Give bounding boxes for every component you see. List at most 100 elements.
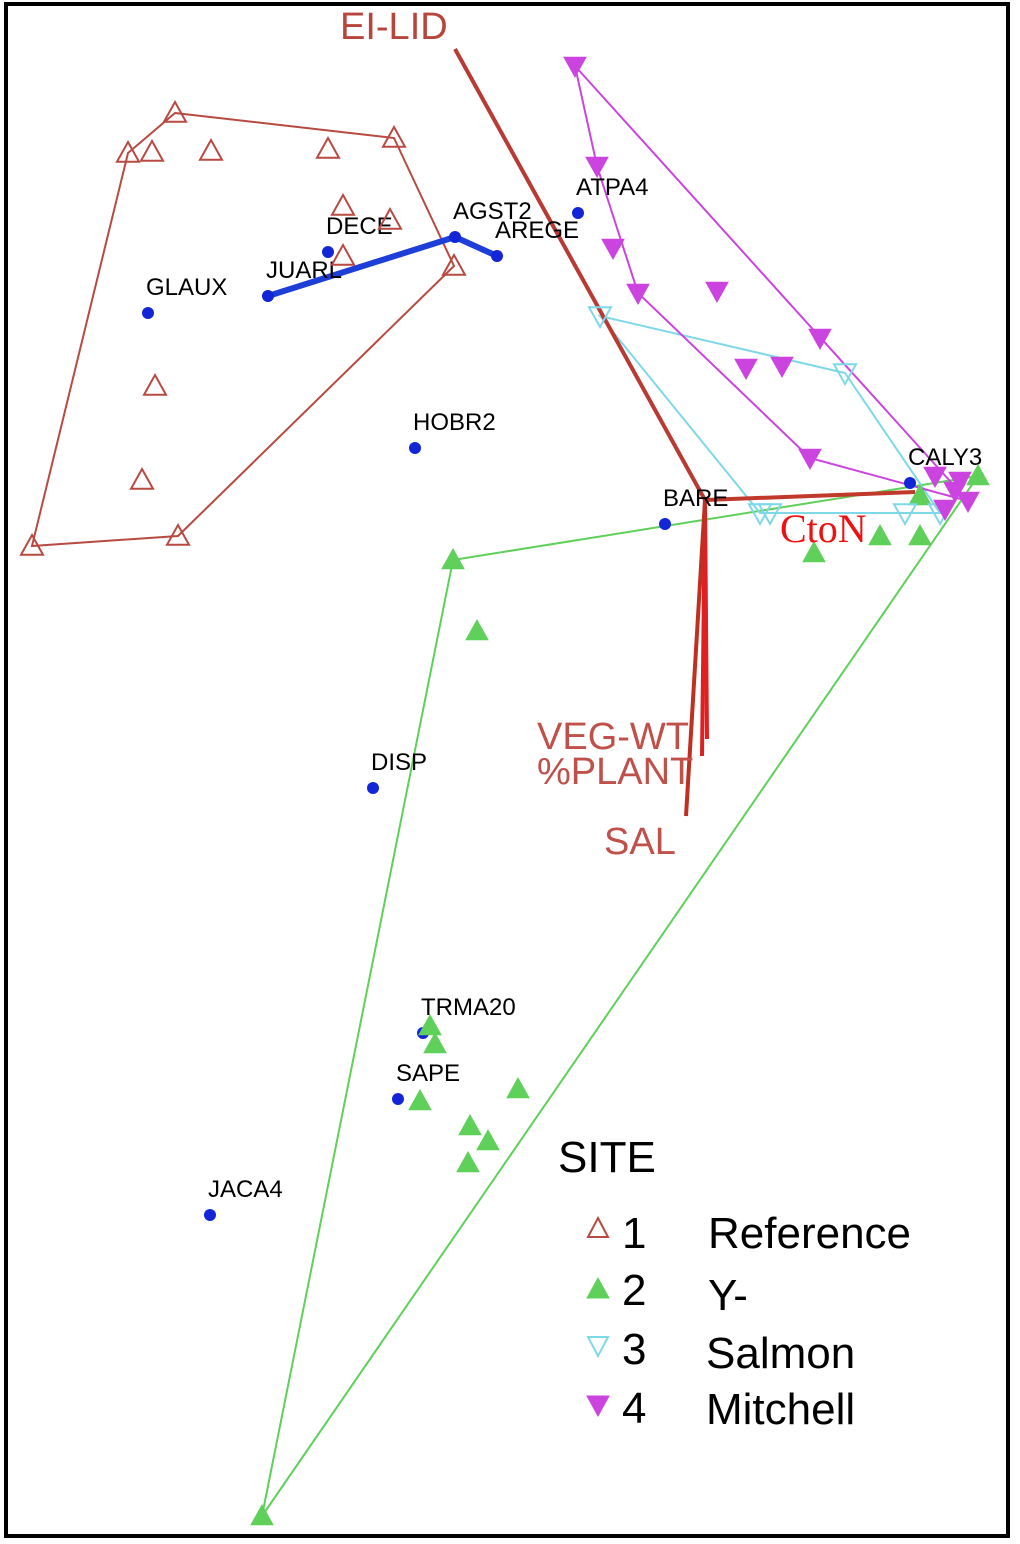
legend-entry-mitchell: 4 Mitchell <box>586 1384 855 1434</box>
legend-label-salmon: Salmon <box>706 1329 855 1378</box>
hull-y <box>261 474 981 1517</box>
legend-marker-salmon <box>586 1336 610 1359</box>
species-dot-bare <box>659 518 671 530</box>
site-marker-reference <box>142 372 168 396</box>
species-label-disp: DISP <box>371 749 427 776</box>
species-label-jaca4: JACA4 <box>208 1176 283 1203</box>
species-label-agst2: AGST2 <box>453 198 532 225</box>
group-hulls <box>30 62 981 1517</box>
site-marker-y <box>465 618 489 641</box>
site-marker-mitchell <box>601 238 625 261</box>
legend-code-mitchell: 4 <box>622 1384 646 1433</box>
species-dot-hobr2 <box>409 442 421 454</box>
site-marker-mitchell <box>798 448 822 471</box>
site-marker-mitchell <box>956 491 980 514</box>
vector-sal <box>684 499 707 817</box>
vector-plant <box>700 499 707 757</box>
species-dot-disp <box>367 782 379 794</box>
hull-reference <box>30 111 456 548</box>
site-marker-reference <box>115 139 141 163</box>
species-dot-glaux <box>142 307 154 319</box>
legend-label-reference: Reference <box>708 1209 911 1258</box>
site-marker-reference <box>330 192 356 216</box>
vector-label-plant: %PLANT <box>537 751 693 793</box>
species-label-bare: BARE <box>663 485 728 512</box>
site-marker-y <box>908 523 932 546</box>
site-marker-reference <box>162 99 188 123</box>
legend-marker-reference <box>586 1215 610 1238</box>
site-marker-mitchell <box>563 56 587 79</box>
site-marker-mitchell <box>705 281 729 304</box>
legend-code-reference: 1 <box>622 1209 646 1258</box>
species-dot-atpa4 <box>572 207 584 219</box>
site-markers <box>19 56 990 1526</box>
site-marker-reference <box>165 522 191 546</box>
species-label-glaux: GLAUX <box>146 274 227 301</box>
legend-marker-y <box>586 1276 610 1299</box>
site-marker-reference <box>139 138 165 162</box>
vector-label-cton: CtoN <box>780 506 867 551</box>
site-marker-mitchell <box>923 466 947 489</box>
site-marker-reference <box>198 137 224 161</box>
vector-cton <box>704 490 916 502</box>
vector-ei-lid <box>453 48 707 501</box>
legend-entry-reference: 1 Reference <box>586 1209 911 1258</box>
site-marker-salmon <box>757 503 783 527</box>
legend-label-y: Y- <box>708 1271 748 1320</box>
legend-code-salmon: 3 <box>622 1325 646 1374</box>
species-label-atpa4: ATPA4 <box>576 174 648 201</box>
vector-label-sal: SAL <box>604 821 676 863</box>
vector-labels: EI-LID CtoN VEG-WT%PLANT SAL <box>340 6 867 863</box>
species-label-caly3: CALY3 <box>908 444 982 471</box>
site-marker-y <box>250 1503 274 1526</box>
site-marker-salmon <box>892 503 918 527</box>
legend-entry-y: 2 Y- <box>586 1266 748 1320</box>
site-marker-mitchell <box>626 283 650 306</box>
site-marker-mitchell <box>734 358 758 381</box>
site-marker-y <box>458 1113 482 1136</box>
legend: SITE 1 Reference 2 Y- 3 Salmon 4 Mitchel… <box>558 1133 911 1434</box>
site-marker-y <box>966 463 990 486</box>
plot-frame <box>4 2 1010 1538</box>
species-dot-dece <box>322 246 334 258</box>
legend-label-mitchell: Mitchell <box>706 1385 855 1434</box>
species-label-dece: DECE <box>326 213 393 240</box>
species-label-arege: AREGE <box>495 217 579 244</box>
site-marker-y <box>456 1150 480 1173</box>
site-marker-reference <box>381 124 407 148</box>
legend-marker-mitchell <box>586 1395 610 1418</box>
species-label-trma20: TRMA20 <box>421 994 516 1021</box>
species-dot-agst2 <box>449 231 461 243</box>
site-marker-y <box>408 1088 432 1111</box>
vector-label-veg-wt: VEG-WT <box>537 716 689 758</box>
species-dot-jaca4 <box>204 1209 216 1221</box>
legend-title: SITE <box>558 1133 656 1182</box>
site-marker-salmon <box>832 363 858 387</box>
legend-entry-salmon: 3 Salmon <box>586 1325 855 1378</box>
site-marker-mitchell <box>933 499 957 522</box>
hull-mitchell <box>573 62 972 503</box>
site-marker-mitchell <box>770 356 794 379</box>
site-marker-mitchell <box>808 328 832 351</box>
site-marker-reference <box>19 532 45 556</box>
site-marker-mitchell <box>948 471 972 494</box>
species-dot-arege <box>491 250 503 262</box>
hull-salmon <box>597 314 942 514</box>
site-marker-y <box>908 483 932 506</box>
species-label-hobr2: HOBR2 <box>413 409 496 436</box>
species-dot-sape <box>392 1093 404 1105</box>
species-dot-juarl <box>262 290 274 302</box>
site-marker-reference <box>315 135 341 159</box>
environmental-vectors <box>453 48 916 817</box>
species-dot-caly3 <box>904 477 916 489</box>
site-marker-y <box>802 540 826 563</box>
site-marker-y <box>506 1076 530 1099</box>
site-marker-salmon <box>587 306 613 330</box>
vector-label-ei-lid: EI-LID <box>340 6 448 48</box>
site-marker-mitchell <box>585 156 609 179</box>
species-label-juarl: JUARL <box>266 257 342 284</box>
legend-code-y: 2 <box>622 1266 646 1315</box>
species-label-sape: SAPE <box>396 1060 460 1087</box>
